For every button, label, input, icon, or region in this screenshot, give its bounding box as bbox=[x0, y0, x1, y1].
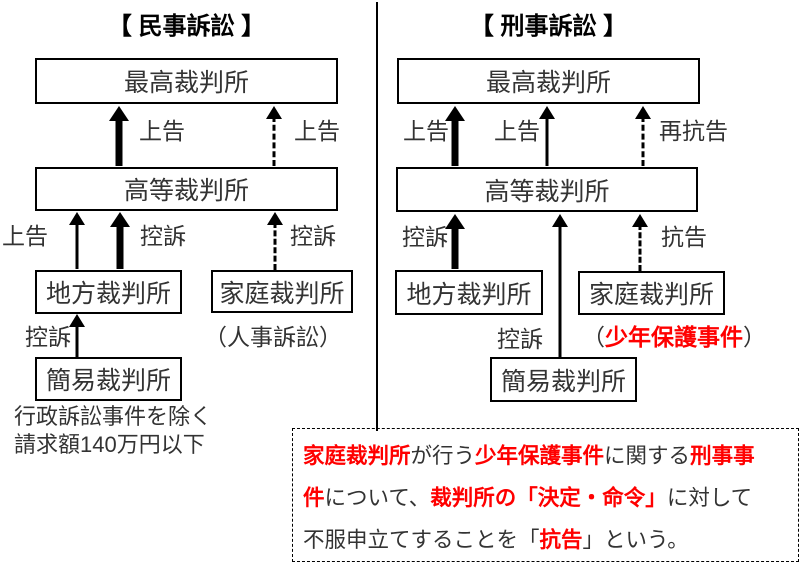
arrow-head-icon bbox=[69, 314, 85, 327]
criminal-summary-court-box: 簡易裁判所 bbox=[490, 357, 637, 402]
civil-supreme-court-box: 最高裁判所 bbox=[35, 58, 338, 104]
arrow-head-icon bbox=[445, 106, 465, 121]
arrow-head-icon bbox=[635, 106, 651, 119]
criminal-kokoku-arrow bbox=[630, 214, 650, 271]
arrow-head-icon bbox=[632, 214, 648, 227]
arrow-stem bbox=[116, 223, 124, 269]
arrow-stem bbox=[75, 222, 79, 269]
civil-koso-summary-label: 控訴 bbox=[25, 324, 71, 350]
civil-section-title: 【 民事訴訟 】 bbox=[107, 13, 266, 40]
note-seg: 裁判所の「決定・命令」 bbox=[430, 486, 667, 510]
criminal-high-court-box: 高等裁判所 bbox=[396, 167, 698, 212]
civil-family-court-box: 家庭裁判所 bbox=[211, 270, 353, 313]
arrow-stem bbox=[75, 324, 79, 357]
section-divider-line bbox=[376, 2, 378, 431]
note-seg: に対して bbox=[666, 486, 753, 510]
criminal-district-court-box: 地方裁判所 bbox=[395, 270, 543, 315]
arrow-head-icon bbox=[445, 214, 465, 229]
civil-jokoku-left-label: 上告 bbox=[2, 223, 48, 249]
arrow-stem bbox=[545, 116, 549, 166]
civil-jokoku-dashed-arrow bbox=[264, 106, 284, 166]
criminal-family-court-box: 家庭裁判所 bbox=[578, 271, 725, 315]
criminal-koso-thick-label: 控訴 bbox=[402, 224, 448, 250]
civil-koso-dashed-label: 控訴 bbox=[290, 223, 336, 249]
criminal-supreme-court-box: 最高裁判所 bbox=[397, 58, 700, 104]
note-seg: について、 bbox=[324, 486, 431, 510]
criminal-koso-summary-label: 控訴 bbox=[497, 326, 543, 352]
note-seg: 不服申立てすることを「 bbox=[303, 528, 540, 552]
criminal-jokoku-thin-arrow bbox=[537, 106, 557, 166]
note-seg: に関する bbox=[604, 444, 691, 468]
arrow-stem bbox=[451, 117, 459, 166]
criminal-koso-thick-arrow bbox=[445, 214, 465, 269]
civil-summary-note-line2: 請求額140万円以下 bbox=[14, 432, 205, 457]
arrow-stem bbox=[558, 224, 562, 357]
civil-koso-thick-arrow bbox=[110, 212, 130, 269]
civil-jokoku-dashed-label: 上告 bbox=[294, 118, 340, 144]
arrow-head-icon bbox=[69, 212, 85, 225]
arrow-stem bbox=[638, 224, 642, 271]
family-note-close-paren: ） bbox=[743, 324, 766, 350]
criminal-jokoku-thick-label: 上告 bbox=[403, 118, 449, 144]
arrow-head-icon bbox=[110, 212, 130, 227]
civil-jokoku-thin-arrow bbox=[67, 212, 87, 269]
note-line-3: 不服申立てすることを「抗告」という。 bbox=[303, 519, 788, 561]
note-seg: が行う bbox=[410, 444, 476, 468]
note-line-1: 家庭裁判所が行う少年保護事件に関する刑事事 bbox=[303, 435, 788, 477]
note-seg: 少年保護事件 bbox=[475, 444, 605, 468]
note-seg: 抗告 bbox=[539, 528, 583, 552]
criminal-section-title: 【 刑事訴訟 】 bbox=[469, 13, 628, 40]
criminal-jokoku-thin-label: 上告 bbox=[494, 118, 540, 144]
arrow-head-icon bbox=[552, 214, 568, 227]
criminal-kokoku-label: 抗告 bbox=[661, 224, 707, 250]
note-seg: 件 bbox=[303, 486, 325, 510]
criminal-family-note: （少年保護事件） bbox=[582, 324, 766, 350]
arrow-head-icon bbox=[539, 106, 555, 119]
criminal-saikokoku-label: 再抗告 bbox=[659, 118, 728, 144]
civil-jokoku-thick-arrow bbox=[109, 106, 129, 166]
family-note-red-text: 少年保護事件 bbox=[605, 324, 743, 350]
civil-family-note: （人事訴訟） bbox=[204, 324, 342, 350]
kokoku-definition-note-box: 家庭裁判所が行う少年保護事件に関する刑事事 件について、裁判所の「決定・命令」に… bbox=[292, 428, 799, 562]
civil-koso-summary-arrow bbox=[67, 314, 87, 357]
family-note-open-paren: （ bbox=[582, 324, 605, 350]
civil-district-court-box: 地方裁判所 bbox=[35, 270, 182, 314]
arrow-head-icon bbox=[267, 212, 283, 225]
civil-high-court-box: 高等裁判所 bbox=[35, 167, 338, 211]
arrow-stem bbox=[451, 225, 459, 269]
arrow-stem bbox=[272, 116, 276, 166]
civil-summary-court-box: 簡易裁判所 bbox=[35, 357, 182, 401]
arrow-stem bbox=[641, 116, 645, 166]
arrow-head-icon bbox=[266, 106, 282, 119]
civil-koso-thick-label: 控訴 bbox=[140, 223, 186, 249]
note-seg: 」という。 bbox=[582, 528, 689, 552]
note-line-2: 件について、裁判所の「決定・命令」に対して bbox=[303, 477, 788, 519]
note-seg: 家庭裁判所 bbox=[303, 444, 411, 468]
civil-koso-dashed-arrow bbox=[265, 212, 285, 270]
criminal-koso-summary-arrow bbox=[550, 214, 570, 357]
arrow-head-icon bbox=[109, 106, 129, 121]
note-seg: 刑事事 bbox=[690, 444, 755, 468]
criminal-saikokoku-arrow bbox=[633, 106, 653, 166]
civil-jokoku-thick-label: 上告 bbox=[139, 118, 185, 144]
arrow-stem bbox=[273, 222, 277, 270]
arrow-stem bbox=[115, 117, 123, 166]
criminal-jokoku-thick-arrow bbox=[445, 106, 465, 166]
civil-summary-note-line1: 行政訴訟事件を除く bbox=[14, 404, 213, 429]
